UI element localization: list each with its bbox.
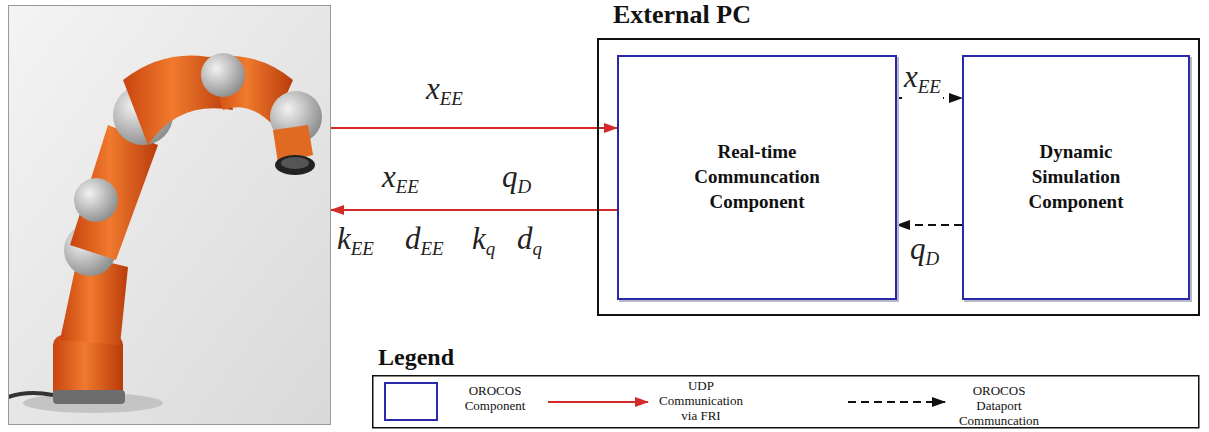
robot-illustration [8, 5, 331, 425]
component-name: Real-time Communcation Component [675, 140, 840, 214]
external-pc-box: External PCReal-time Communcation Compon… [597, 38, 1200, 316]
component-box: Real-time Communcation Component [617, 55, 897, 300]
dataport-sample [848, 401, 945, 403]
signal-name: dEE [403, 222, 446, 266]
component-box: Dynamic Simulation Component [962, 55, 1190, 300]
box-heading: External PC [613, 0, 751, 30]
legend-label: UDP Communication via FRI [655, 379, 747, 424]
udp-arrow [331, 127, 617, 129]
udp-arrow [331, 209, 617, 211]
legend-heading: Legend [378, 344, 454, 371]
legend-label: OROCOS Dataport Communcation [955, 384, 1043, 429]
robot-photo [8, 5, 331, 425]
dataport-arrow [897, 224, 962, 226]
legend-box [373, 376, 1199, 428]
component-sample [385, 383, 437, 420]
component-name: Dynamic Simulation Component [1011, 140, 1141, 214]
signal-name: xEE [380, 160, 421, 204]
signal-name: kEE [335, 222, 376, 266]
signal-name: qD [908, 232, 941, 276]
signal-name: kq [470, 222, 497, 266]
udp-sample [548, 401, 648, 403]
signal-name: xEE [902, 60, 943, 104]
legend-label: OROCOS Component [445, 384, 545, 414]
signal-name: xEE [424, 72, 465, 116]
signal-name: dq [515, 222, 544, 266]
signal-name: qD [500, 160, 533, 204]
